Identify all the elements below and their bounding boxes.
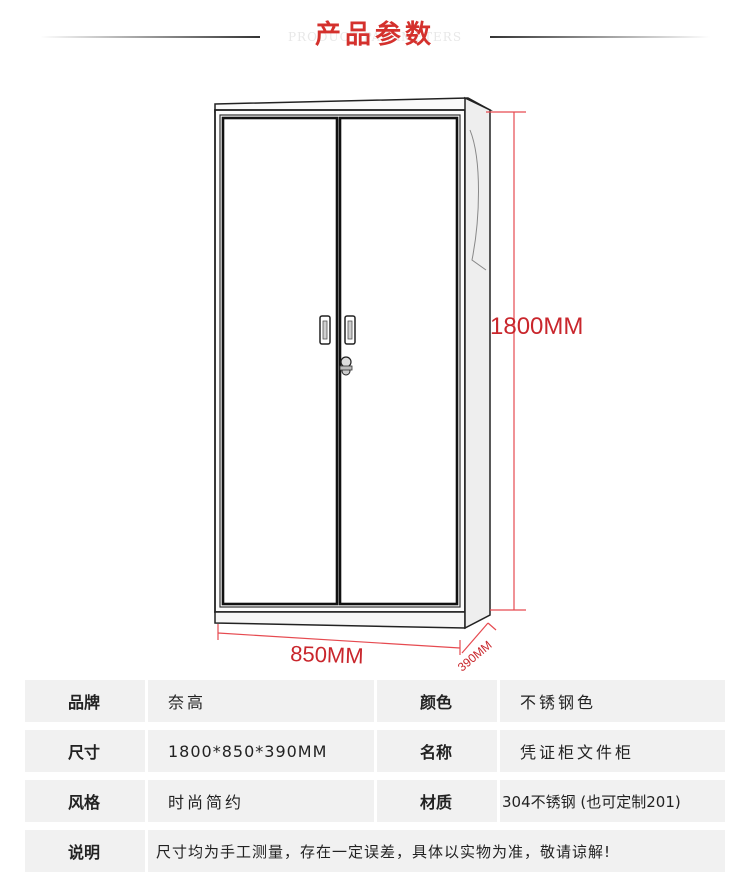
width-dimension-line: [217, 624, 461, 655]
lock-icon: [339, 356, 353, 376]
spec-value-name: 凭证柜文件柜: [500, 730, 725, 772]
header-line-right: [490, 36, 710, 38]
header-subtitle: PRODUCT PARAMETERS: [287, 30, 463, 44]
spec-value-note: 尺寸均为手工测量，存在一定误差，具体以实物为准，敬请谅解!: [148, 830, 725, 872]
spec-label: 风格: [25, 780, 145, 822]
spec-label: 品牌: [25, 680, 145, 722]
header-line-left: [40, 36, 260, 38]
spec-label: 说明: [25, 830, 145, 872]
spec-label: 颜色: [377, 680, 497, 722]
height-label: 1800MM: [490, 313, 583, 340]
right-door: [338, 116, 459, 606]
spec-label: 名称: [377, 730, 497, 772]
cabinet-side: [464, 96, 491, 630]
spec-row-size: 尺寸 1800*850*390MM 名称 凭证柜文件柜: [25, 730, 725, 772]
spec-row-style: 风格 时尚简约 材质 304不锈钢 (也可定制201): [25, 780, 725, 822]
section-header: PRODUCT PARAMETERS 产品参数: [0, 0, 750, 70]
spec-label: 尺寸: [25, 730, 145, 772]
header-title: 产品参数: [314, 20, 435, 50]
spec-row-note: 说明 尺寸均为手工测量，存在一定误差，具体以实物为准，敬请谅解!: [25, 830, 725, 872]
depth-dimension-line: [461, 622, 497, 654]
height-dimension-line: [486, 111, 526, 611]
spec-value-material: 304不锈钢 (也可定制201): [500, 780, 725, 822]
spec-label: 材质: [377, 780, 497, 822]
spec-value-brand: 奈高: [148, 680, 374, 722]
left-door: [221, 116, 339, 606]
spec-row-brand: 品牌 奈高 颜色 不锈钢色: [25, 680, 725, 722]
width-label: 850MM: [290, 641, 364, 669]
spec-value-color: 不锈钢色: [500, 680, 725, 722]
spec-value-size: 1800*850*390MM: [148, 730, 374, 772]
depth-label: 390MM: [455, 638, 495, 674]
cabinet-drawing: 1800MM 850MM 390MM: [214, 96, 583, 674]
spec-value-style: 时尚简约: [148, 780, 374, 822]
